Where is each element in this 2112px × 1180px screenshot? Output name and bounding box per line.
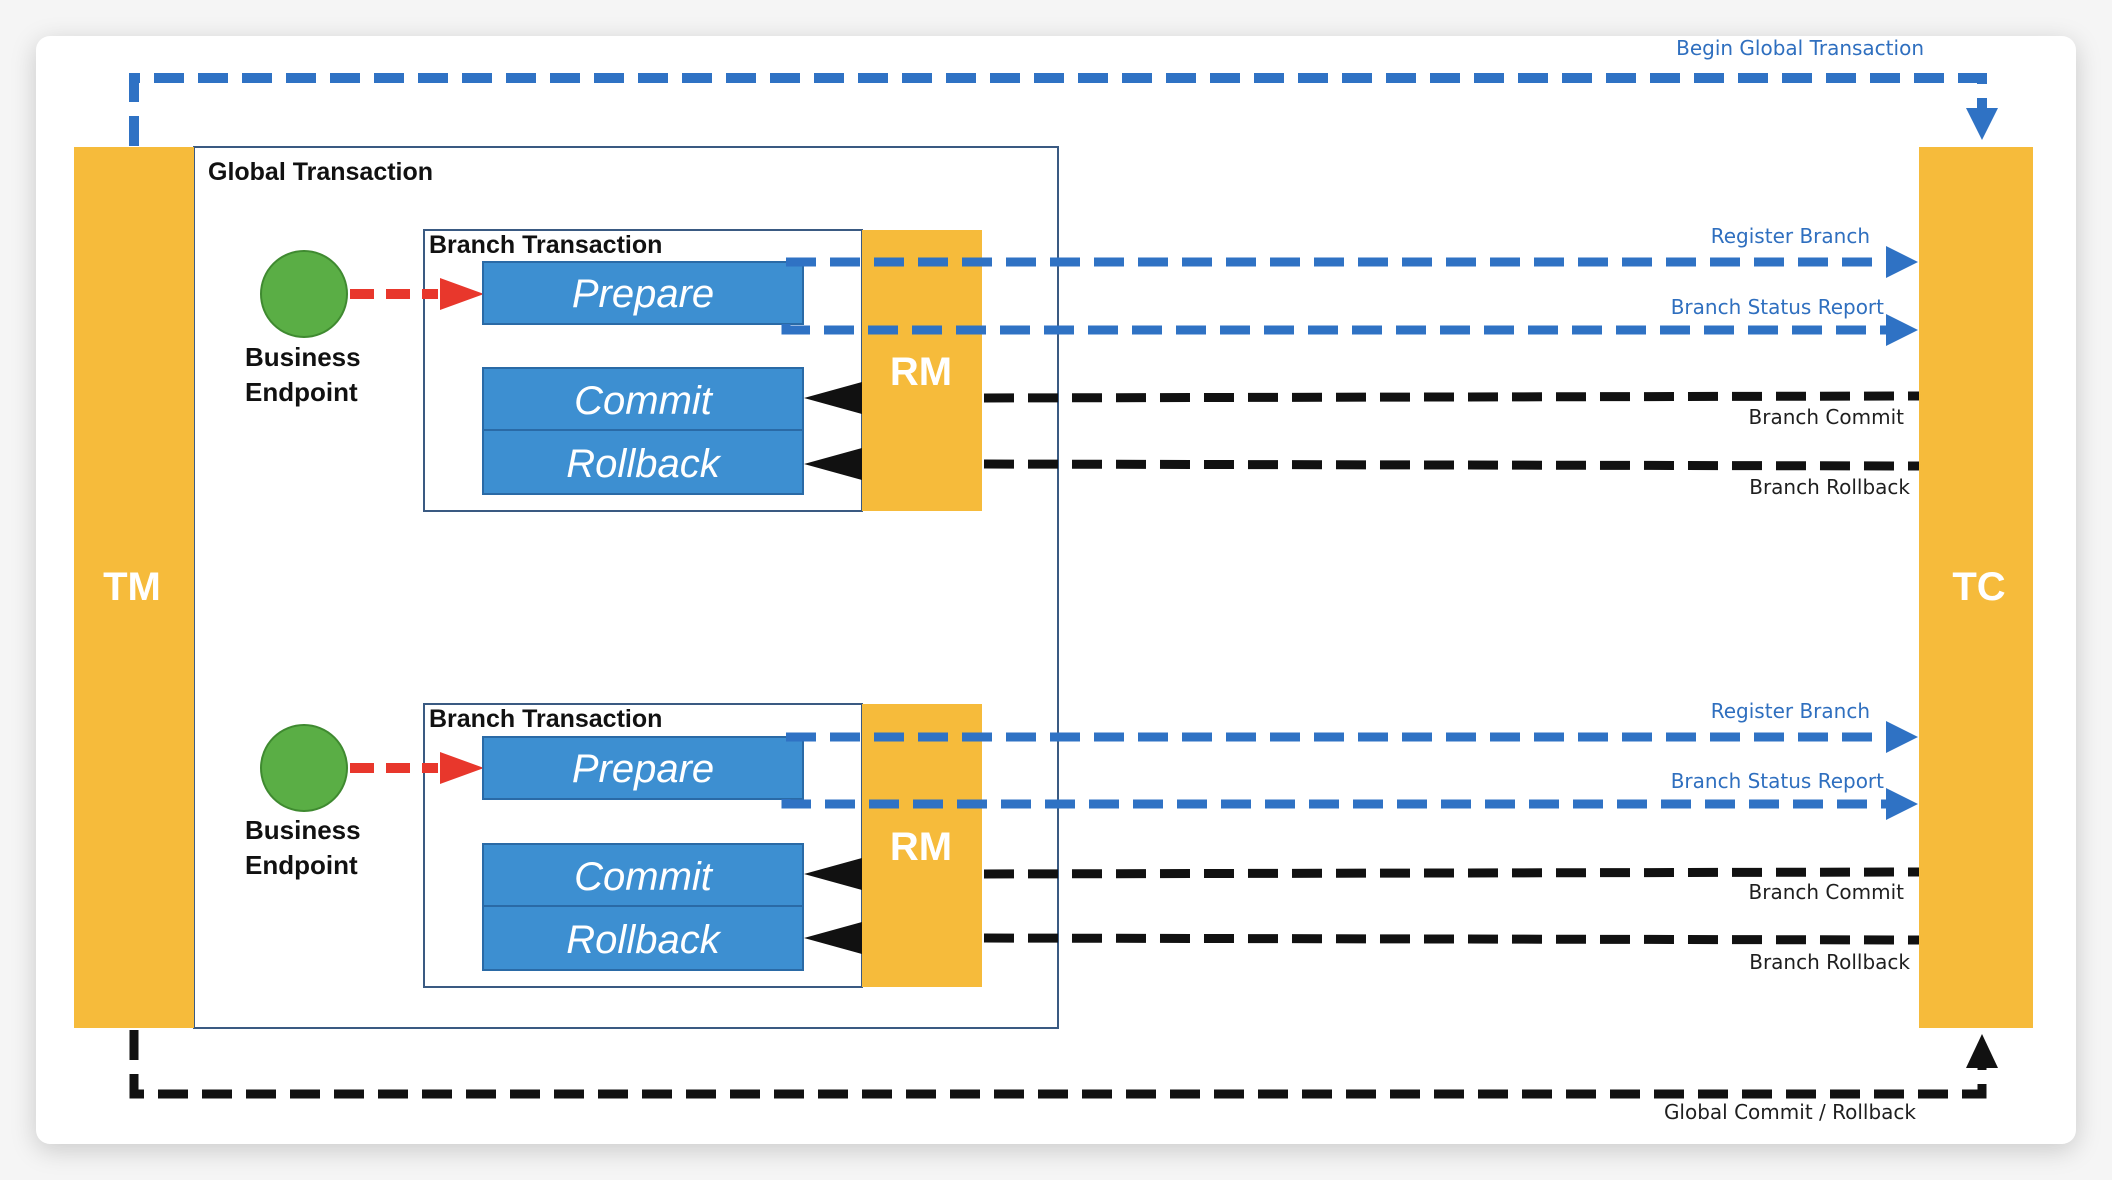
prepare-button[interactable] [482, 736, 804, 800]
global-transaction-label: Global Transaction [208, 158, 433, 186]
invoke-prepare-arrowhead [440, 752, 484, 784]
prepare-label: Prepare [572, 272, 714, 316]
branch-commit-label: Branch Commit [1749, 880, 1905, 904]
rm-label: RM [890, 350, 952, 394]
rollback-label: Rollback [566, 918, 721, 962]
begin-global-arrowhead [1966, 108, 1998, 140]
global-commit-rollback-arrowhead [1966, 1034, 1998, 1068]
global-commit-rollback-path [129, 1030, 1987, 1099]
commit-button[interactable] [482, 367, 804, 431]
branch-rollback-arrowhead [804, 922, 862, 954]
branch-rollback-line [983, 933, 1920, 945]
business-endpoint-icon [260, 724, 348, 812]
register-branch-arrowhead [1886, 246, 1918, 278]
branch-rollback-label: Branch Rollback [1749, 950, 1910, 974]
status-report-line [781, 324, 1896, 335]
commit-label: Commit [574, 379, 714, 423]
business-endpoint-label-line1: Business [245, 342, 361, 372]
commit-label: Commit [574, 855, 714, 899]
branch-rollback-line [983, 459, 1920, 471]
business-endpoint-label-line1: Business [245, 815, 361, 845]
rollback-label: Rollback [566, 442, 721, 486]
branch-commit-arrowhead [804, 382, 862, 414]
business-endpoint-icon [260, 250, 348, 338]
status-report-label: Branch Status Report [1671, 295, 1884, 319]
prepare-button[interactable] [482, 261, 804, 325]
rollback-button[interactable] [482, 429, 804, 495]
branch-transaction-label: Branch Transaction [429, 705, 662, 733]
branch-commit-line [983, 867, 1920, 879]
status-report-arrowhead [1886, 314, 1918, 346]
register-branch-label: Register Branch [1711, 224, 1870, 248]
commit-button[interactable] [482, 843, 804, 907]
business-endpoint-label-line2: Endpoint [245, 377, 358, 407]
branch-group-1: Business Endpoint Branch Transaction Pre… [245, 224, 1920, 512]
branch-commit-label: Branch Commit [1749, 405, 1905, 429]
global-commit-rollback-label: Global Commit / Rollback [1664, 1100, 1916, 1124]
tm-bar [74, 147, 194, 1028]
rm-label: RM [890, 825, 952, 869]
business-endpoint-label-line2: Endpoint [245, 850, 358, 880]
branch-commit-line [983, 391, 1920, 403]
prepare-label: Prepare [572, 747, 714, 791]
register-branch-label: Register Branch [1711, 699, 1870, 723]
tc-label: TC [1952, 565, 2005, 609]
status-report-arrowhead [1886, 788, 1918, 820]
branch-transaction-label: Branch Transaction [429, 231, 662, 259]
tm-label: TM [103, 565, 161, 609]
branch-group-2: Business Endpoint Branch Transaction Pre… [245, 699, 1920, 988]
status-report-line [781, 799, 1896, 809]
rm-box [862, 230, 982, 511]
begin-global-label: Begin Global Transaction [1676, 36, 1924, 60]
tc-bar [1919, 147, 2033, 1028]
branch-commit-arrowhead [804, 858, 862, 890]
status-report-label: Branch Status Report [1671, 769, 1884, 793]
rm-box [862, 704, 982, 987]
invoke-prepare-arrowhead [440, 278, 484, 310]
begin-global-path [129, 73, 1987, 146]
rollback-button[interactable] [482, 905, 804, 971]
branch-rollback-label: Branch Rollback [1749, 475, 1910, 499]
register-branch-arrowhead [1886, 721, 1918, 753]
branch-rollback-arrowhead [804, 448, 862, 480]
